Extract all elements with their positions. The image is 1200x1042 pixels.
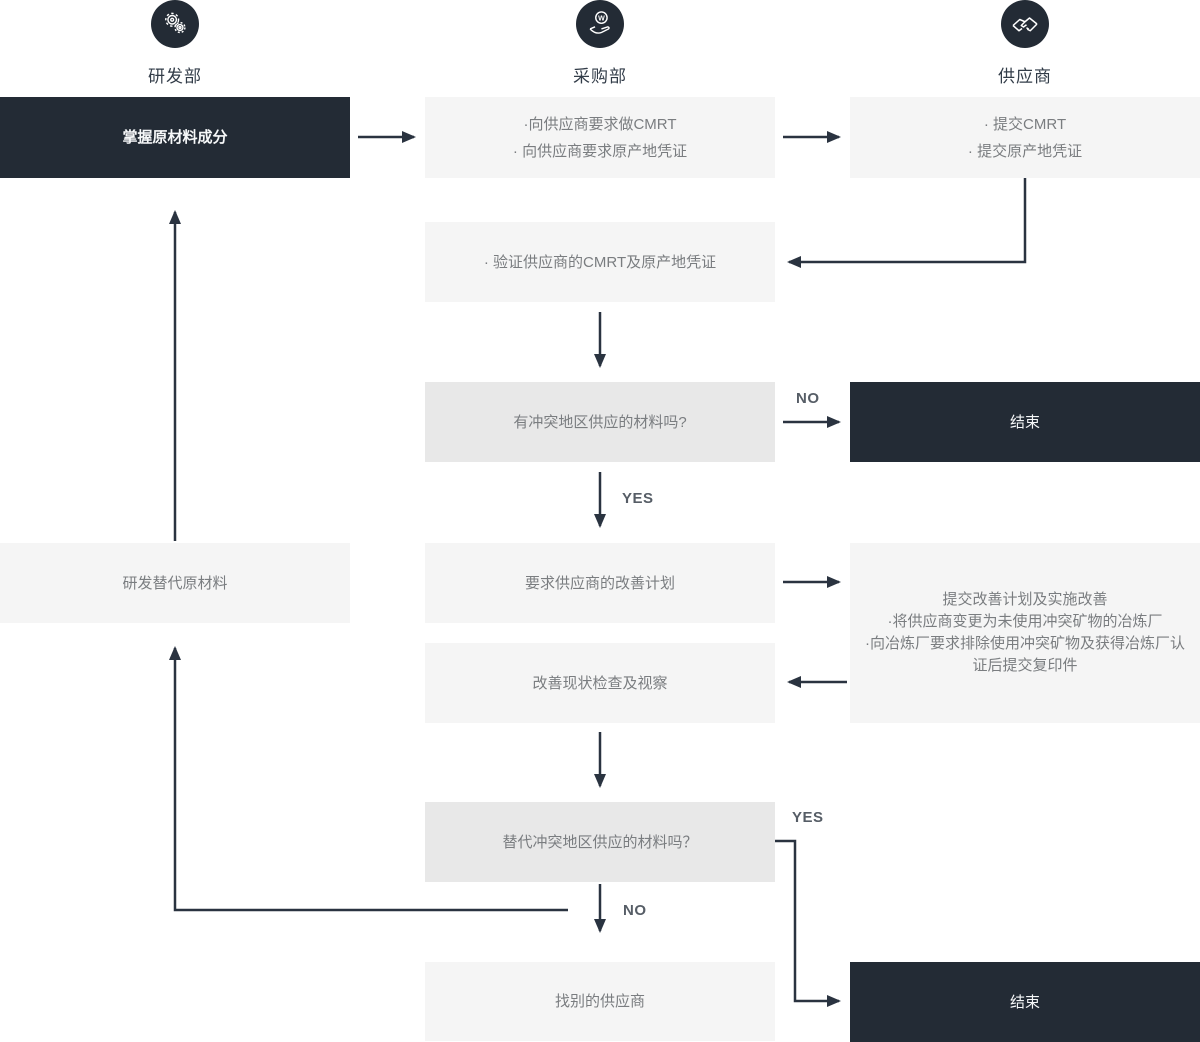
node-inspect-improvement: 改善现状检查及视察 [425, 643, 775, 723]
lane-header-rnd: 研发部 [95, 0, 255, 87]
lane-label-purchasing: 采购部 [573, 67, 627, 86]
coin-in-hand-icon: W [576, 0, 624, 48]
branch-label-yes-bottom: YES [792, 809, 824, 826]
node-text-line1: · 提交CMRT [983, 115, 1067, 133]
node-text-line3: ·向冶炼厂要求排除使用冲突矿物及获得冶炼厂认证后提交复印件 [865, 635, 1185, 674]
node-grasp-material: 掌握原材料成分 [0, 97, 350, 178]
node-text: · 验证供应商的CMRT及原产地凭证 [483, 253, 717, 271]
node-submit-improvement: 提交改善计划及实施改善 ·将供应商变更为未使用冲突矿物的冶炼厂 ·向冶炼厂要求排… [850, 543, 1200, 723]
node-text: 要求供应商的改善计划 [524, 574, 675, 592]
node-text: 研发替代原材料 [122, 574, 228, 592]
node-text: 找别的供应商 [554, 993, 645, 1010]
lane-header-purchasing: W 采购部 [520, 0, 680, 87]
node-dev-alternative: 研发替代原材料 [0, 543, 350, 623]
node-text-line1: 提交改善计划及实施改善 [942, 591, 1108, 608]
node-text: 结束 [1009, 993, 1040, 1011]
node-request-improvement-plan: 要求供应商的改善计划 [425, 543, 775, 623]
handshake-icon [1001, 0, 1049, 48]
arrow-decision2-yes-to-end [775, 839, 841, 1007]
node-text: 结束 [1009, 413, 1040, 431]
node-decision-conflict-material: 有冲突地区供应的材料吗? [425, 382, 775, 462]
node-end-bottom: 结束 [850, 962, 1200, 1042]
node-text: 掌握原材料成分 [122, 129, 228, 146]
node-text-line2: · 提交原产地凭证 [967, 142, 1083, 160]
node-text: 改善现状检查及视察 [532, 674, 668, 692]
lane-label-supplier: 供应商 [998, 67, 1052, 86]
node-text-line1: ·向供应商要求做CMRT [523, 115, 677, 133]
branch-label-yes-top: YES [622, 490, 654, 507]
svg-text:W: W [598, 14, 605, 22]
node-submit-cmrt: · 提交CMRT · 提交原产地凭证 [850, 97, 1200, 178]
branch-label-no-bottom: NO [623, 902, 647, 919]
node-text-line2: ·将供应商变更为未使用冲突矿物的冶炼厂 [887, 613, 1163, 630]
node-text-line2: · 向供应商要求原产地凭证 [512, 142, 688, 160]
lane-label-rnd: 研发部 [148, 67, 202, 86]
branch-label-no-top: NO [796, 390, 820, 407]
node-text: 替代冲突地区供应的材料吗？ [502, 833, 698, 851]
node-find-other-supplier: 找别的供应商 [425, 962, 775, 1041]
node-end-top: 结束 [850, 382, 1200, 462]
node-request-cmrt: ·向供应商要求做CMRT · 向供应商要求原产地凭证 [425, 97, 775, 178]
node-verify-cmrt: · 验证供应商的CMRT及原产地凭证 [425, 222, 775, 302]
arrow-submit-to-verify [787, 178, 1027, 268]
gears-icon [151, 0, 199, 48]
node-decision-substitute-material: 替代冲突地区供应的材料吗？ [425, 802, 775, 882]
lane-header-supplier: 供应商 [945, 0, 1105, 87]
node-text: 有冲突地区供应的材料吗? [513, 413, 687, 431]
